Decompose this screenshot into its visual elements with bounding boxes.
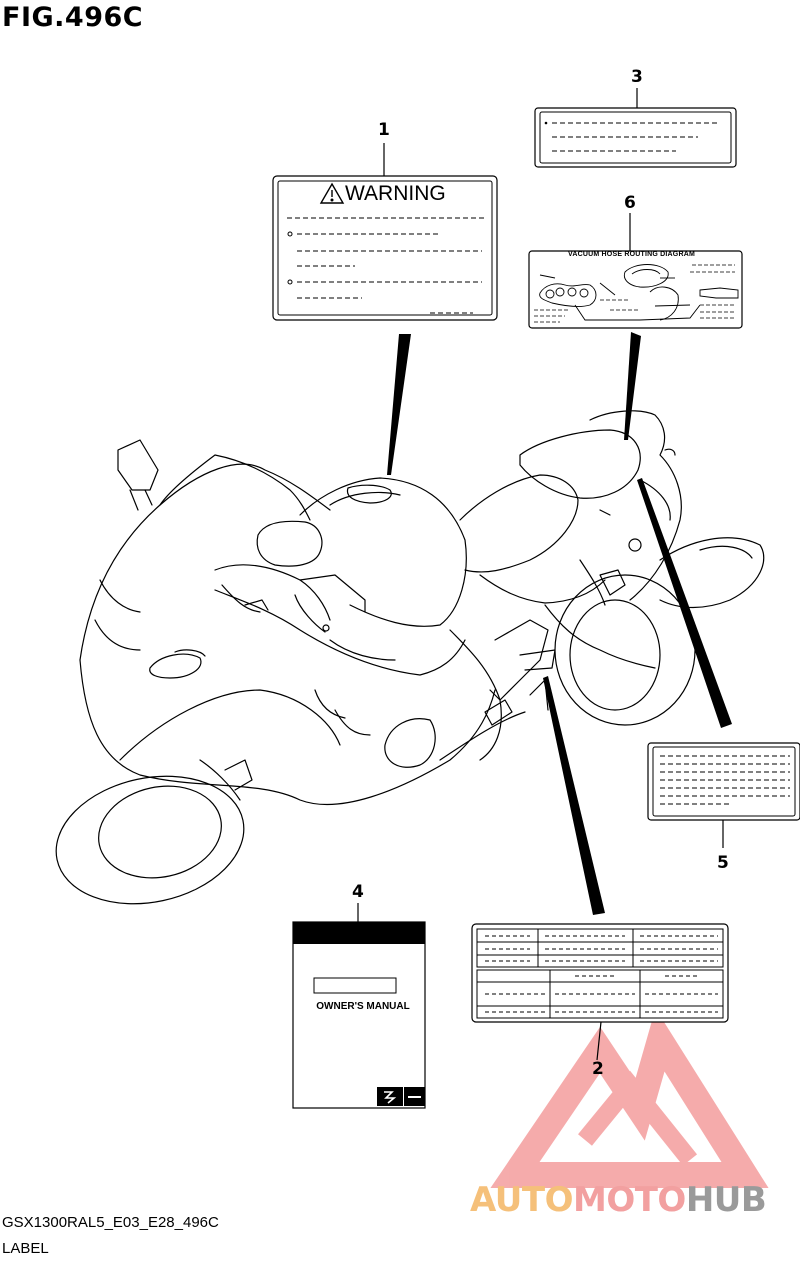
manual-title: OWNER'S MANUAL [316, 1001, 410, 1012]
callout-2[interactable]: 2 [592, 1059, 604, 1079]
watermark-part-c: HUB [685, 1180, 767, 1220]
leader-1 [387, 334, 411, 475]
leader-lines [357, 88, 732, 1061]
watermark-logo-mark [490, 1008, 769, 1188]
figure-code: GSX1300RAL5_E03_E28_496C [2, 1214, 219, 1231]
figure-title: FIG.496C [2, 2, 144, 33]
callout-6[interactable]: 6 [624, 193, 636, 213]
leader-6 [624, 332, 641, 440]
label-5 [647, 742, 800, 821]
suzuki-logo [377, 1087, 403, 1106]
figure-caption: LABEL [2, 1240, 49, 1257]
item-4-owners-manual [292, 921, 426, 1109]
leader-2 [543, 676, 605, 915]
warning-heading: WARNING [345, 182, 446, 205]
label-3 [534, 107, 737, 168]
callout-5[interactable]: 5 [717, 853, 729, 873]
warning-triangle-icon [319, 182, 345, 204]
motorcycle-outline [55, 410, 765, 905]
watermark-part-a: AUTO [470, 1180, 573, 1220]
vacuum-heading: VACUUM HOSE ROUTING DIAGRAM [568, 251, 695, 258]
callout-4[interactable]: 4 [352, 882, 364, 902]
leader-5 [637, 478, 732, 728]
callout-1[interactable]: 1 [378, 120, 390, 140]
label-2 [471, 923, 729, 1023]
callout-3[interactable]: 3 [631, 67, 643, 87]
watermark-text: AUTOMOTOHUB [470, 1180, 767, 1220]
label-1-warning [272, 175, 498, 321]
label-6-vacuum-diagram [528, 250, 743, 329]
watermark-part-b: MOTO [572, 1180, 686, 1220]
